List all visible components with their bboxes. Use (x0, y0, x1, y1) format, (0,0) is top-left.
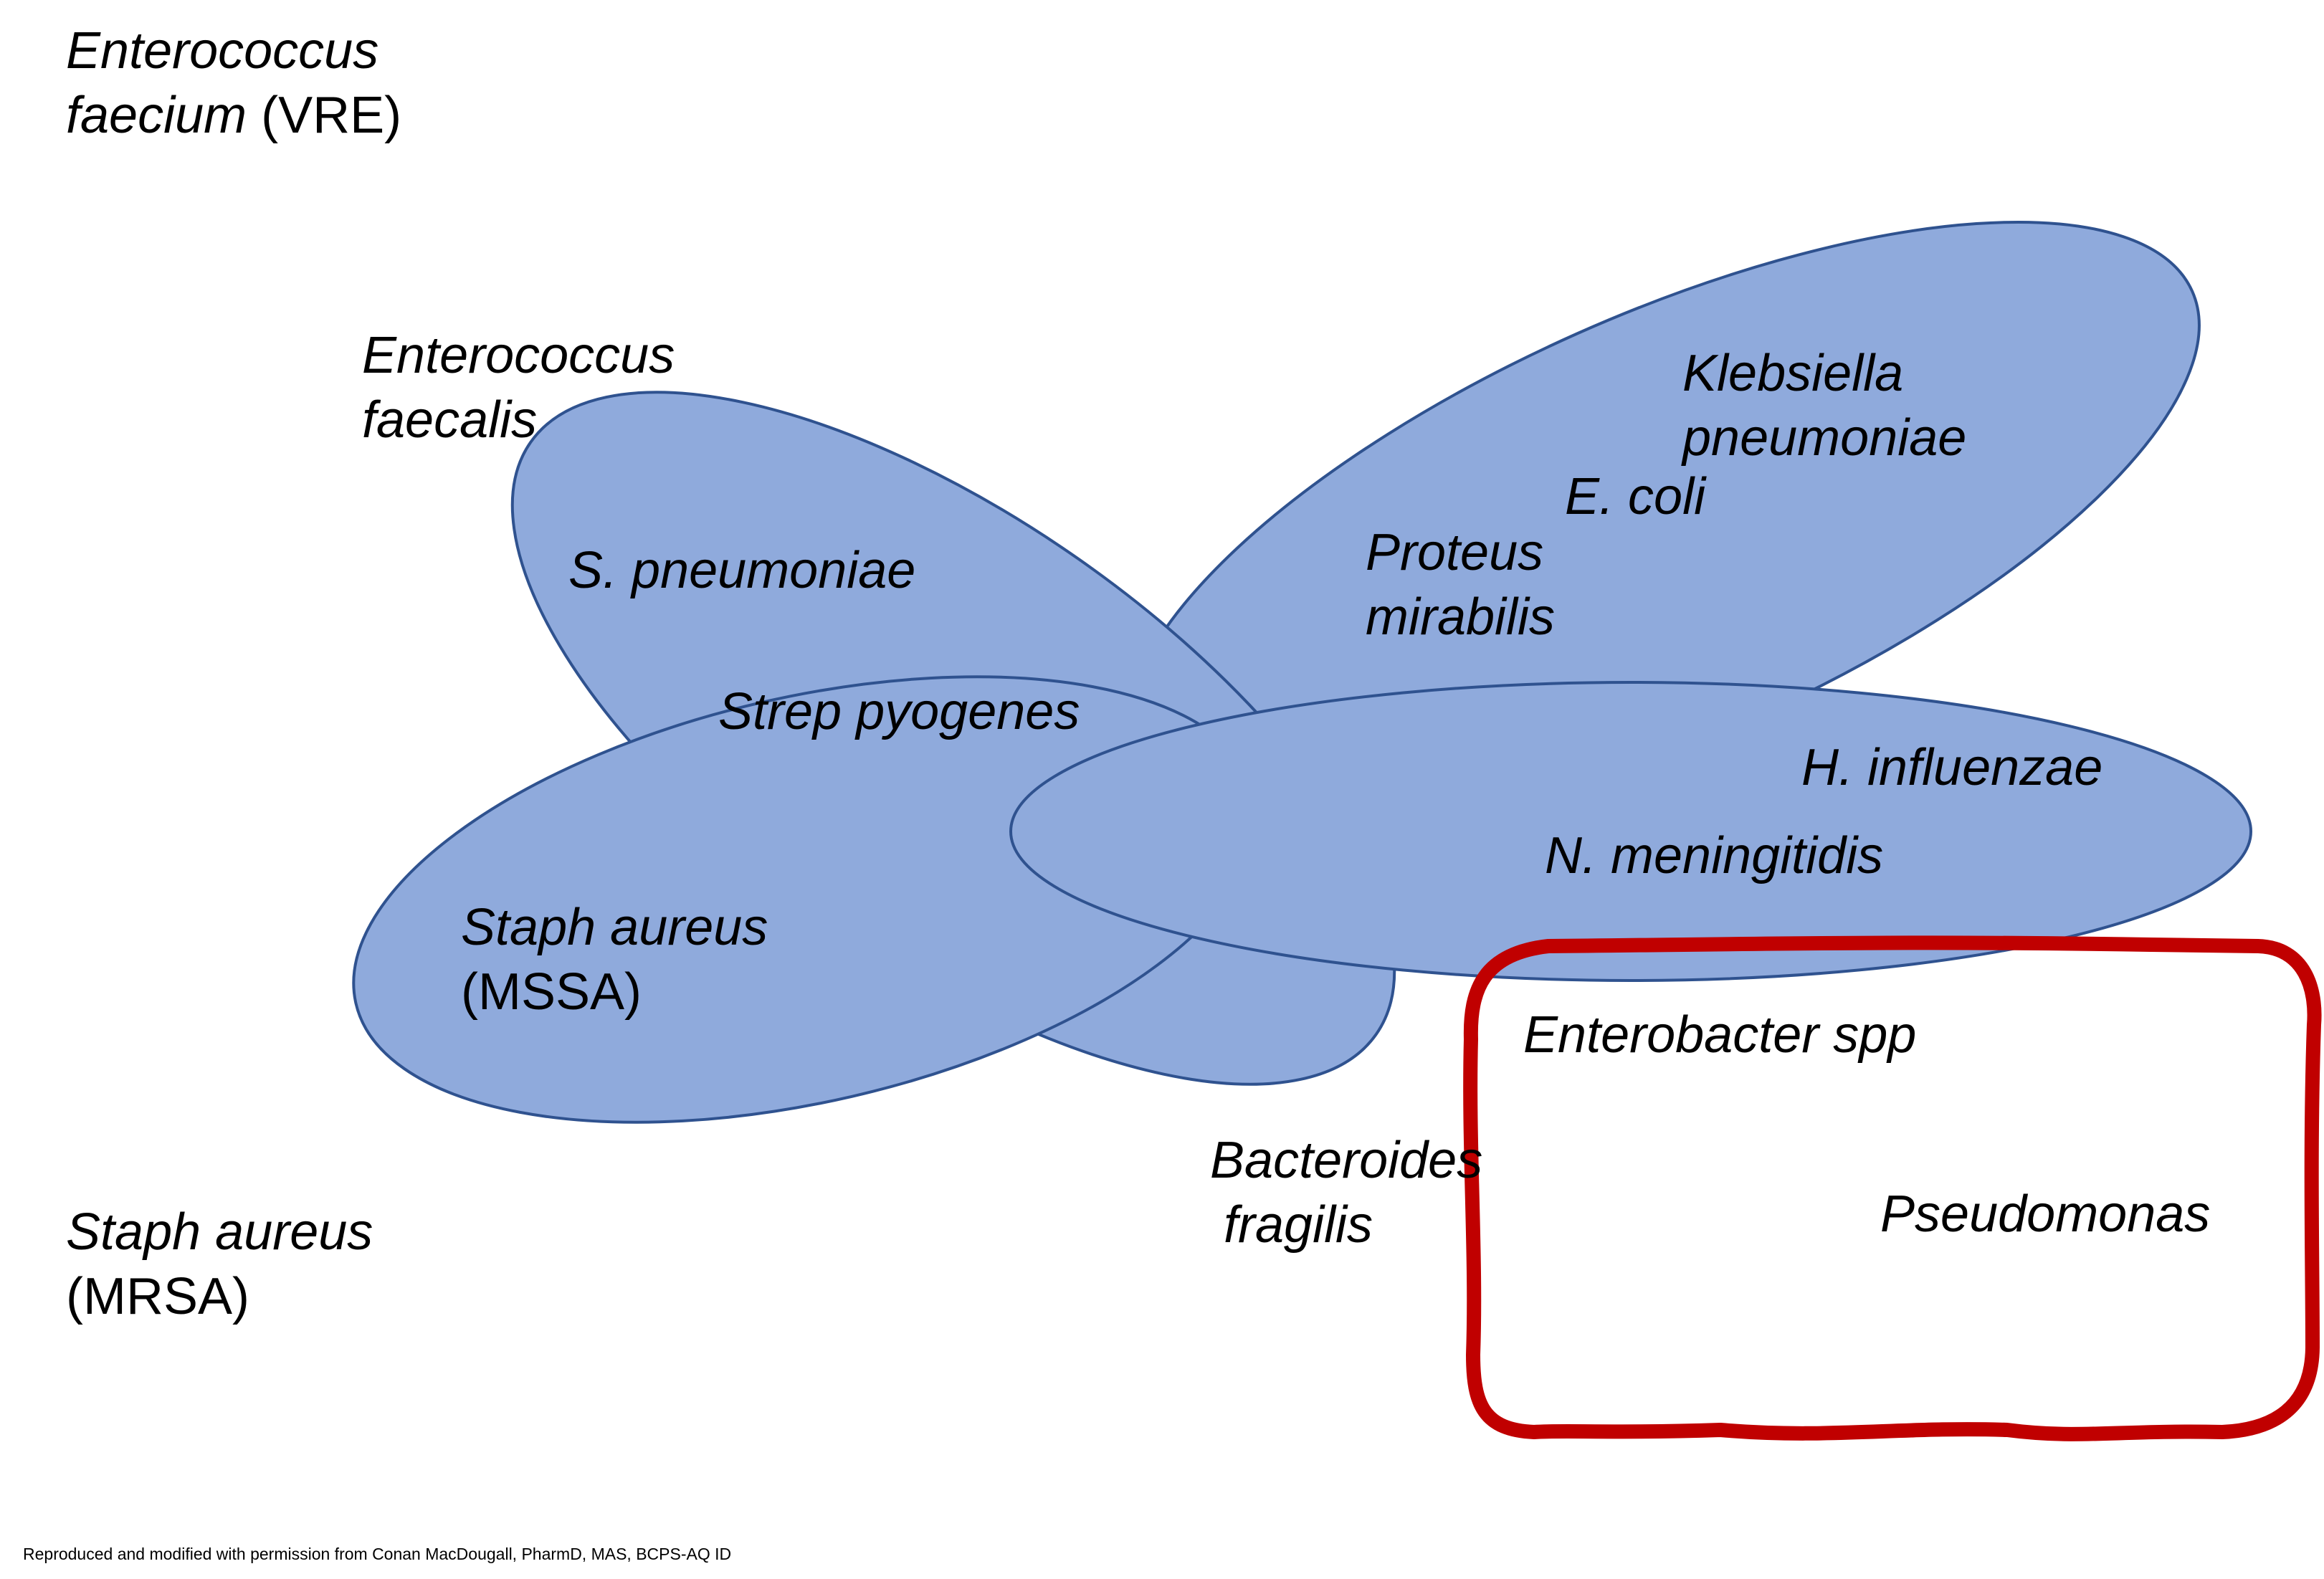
label-enterococcus-faecalis-line1: Enterococcus (362, 327, 675, 384)
label-staph-aureus-mrsa-line2: (MRSA) (66, 1268, 249, 1325)
haemophilus-neisseria-ellipse (1009, 681, 2252, 982)
highlight-box (1463, 935, 2322, 1441)
label-bacteroides-line2: fragilis (1224, 1196, 1373, 1254)
label-proteus-line1: Proteus (1366, 524, 1543, 581)
label-pseudomonas: Pseudomonas (1880, 1186, 2210, 1243)
label-strep-pyogenes: Strep pyogenes (718, 683, 1080, 740)
label-vre: (VRE) (247, 87, 401, 144)
label-klebsiella-line2: pneumoniae (1681, 409, 1966, 467)
label-staph-aureus-mssa-line1: Staph aureus (461, 899, 768, 956)
label-s-pneumoniae: S. pneumoniae (568, 542, 915, 599)
label-n-meningitidis: N. meningitidis (1545, 827, 1883, 884)
label-bacteroides-line1: Bacteroides (1210, 1132, 1482, 1189)
label-enterococcus-faecium-line2: faecium (VRE) (66, 87, 401, 144)
label-proteus-line2: mirabilis (1366, 588, 1555, 646)
label-h-influenzae: H. influenzae (1801, 739, 2102, 796)
label-klebsiella-line1: Klebsiella (1682, 345, 1903, 402)
label-staph-aureus-mssa-line2: (MSSA) (461, 963, 642, 1021)
label-faecium-italic: faecium (66, 87, 247, 144)
label-enterococcus-faecalis-line2: faecalis (362, 391, 537, 449)
label-enterobacter: Enterobacter spp (1523, 1006, 1916, 1064)
label-enterococcus-faecium-line1: Enterococcus (66, 22, 378, 80)
footnote-attribution: Reproduced and modified with permission … (23, 1545, 731, 1563)
label-e-coli: E. coli (1565, 468, 1707, 525)
label-staph-aureus-mrsa-line1: Staph aureus (66, 1203, 373, 1261)
